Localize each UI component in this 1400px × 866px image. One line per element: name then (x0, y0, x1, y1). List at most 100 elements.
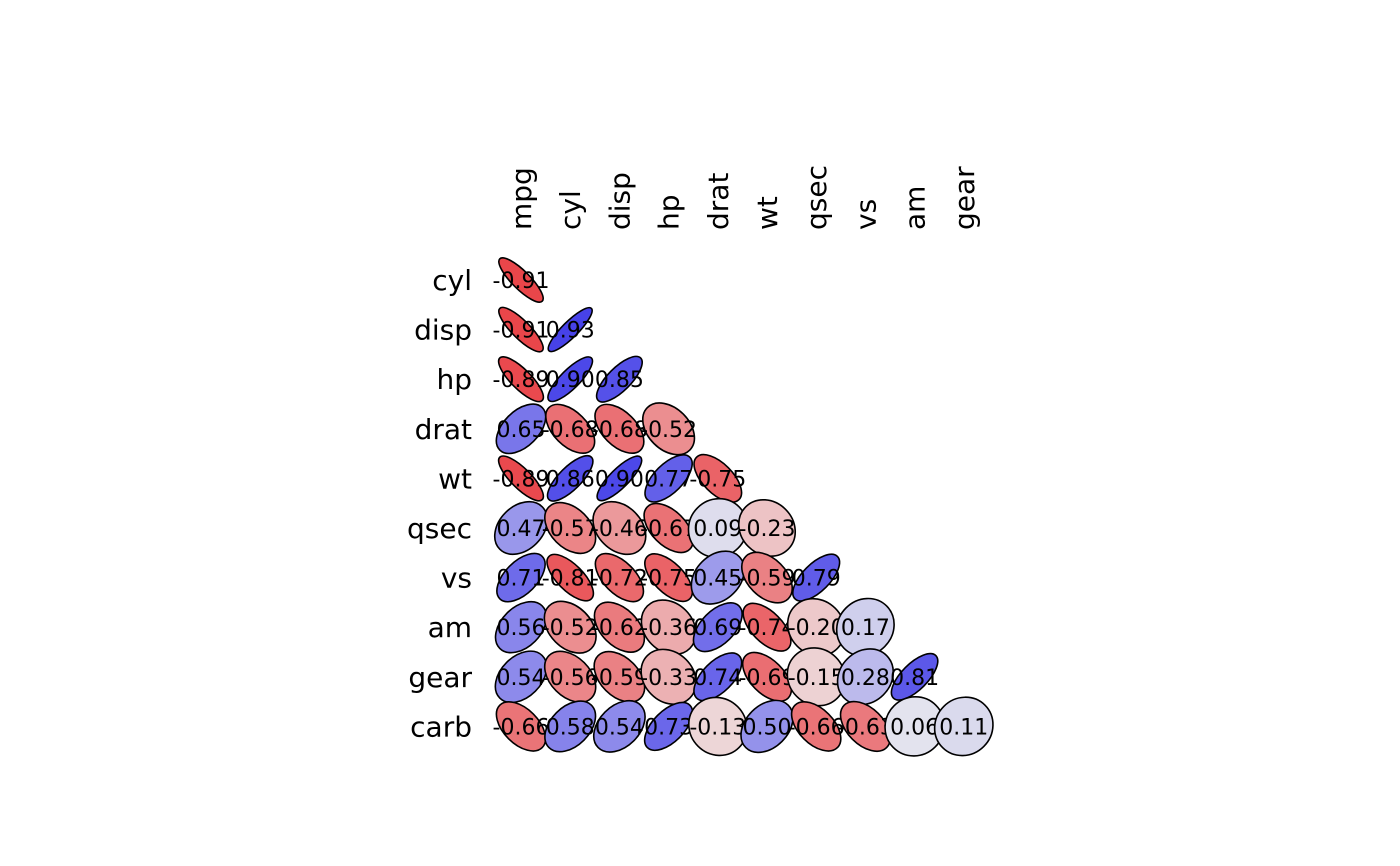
correlation-value-label: -0.59 (739, 567, 796, 592)
correlation-value-label: 0.11 (939, 715, 988, 740)
correlation-ellipse (884, 696, 945, 757)
correlation-ellipse (543, 600, 597, 654)
correlation-ellipse (641, 402, 696, 456)
correlation-value-label: 0.47 (497, 517, 546, 542)
correlation-value-label: -0.75 (640, 567, 697, 592)
correlation-value-label: -0.66 (788, 715, 845, 740)
row-label-am: am (428, 611, 472, 644)
correlation-ellipse (786, 647, 846, 707)
correlation-ellipse (741, 551, 793, 604)
correlation-value-label: -0.89 (493, 368, 550, 393)
correlation-ellipse (835, 597, 895, 657)
row-label-wt: wt (438, 462, 472, 495)
correlation-value-label: 0.50 (743, 715, 792, 740)
correlation-ellipse (693, 652, 743, 702)
correlation-value-label: 0.86 (546, 467, 595, 492)
correlation-ellipse (544, 700, 597, 753)
row-label-cyl: cyl (432, 264, 472, 297)
correlation-ellipse (495, 701, 547, 752)
correlation-ellipse (596, 455, 643, 502)
correlation-ellipse (692, 602, 743, 653)
correlation-ellipse (644, 454, 693, 503)
correlation-ellipse (592, 500, 647, 556)
correlation-ellipse (546, 553, 595, 602)
correlation-value-label: -0.52 (640, 418, 697, 443)
correlation-value-label: -0.91 (493, 269, 550, 294)
correlation-ellipse (839, 700, 892, 753)
correlation-ellipse (594, 552, 645, 603)
correlation-value-label: -0.75 (689, 467, 746, 492)
correlation-value-label: -0.66 (493, 715, 550, 740)
correlation-ellipse (693, 453, 743, 503)
correlation-ellipse (742, 602, 792, 652)
row-label-hp: hp (436, 363, 472, 396)
correlation-value-label: -0.36 (640, 616, 697, 641)
correlation-ellipse (494, 650, 548, 704)
column-label-hp: hp (653, 194, 686, 230)
correlation-value-label: 0.28 (841, 666, 890, 691)
correlation-ellipse (640, 648, 697, 706)
row-label-vs: vs (441, 562, 472, 595)
column-label-qsec: qsec (800, 165, 833, 230)
correlation-value-label: -0.68 (542, 418, 599, 443)
correlation-value-label: -0.20 (788, 616, 845, 641)
correlation-value-label: -0.15 (788, 666, 845, 691)
correlation-ellipse (494, 600, 548, 654)
correlation-ellipse (496, 552, 546, 603)
correlation-ellipse (790, 701, 842, 752)
row-label-carb: carb (410, 710, 472, 743)
correlation-ellipse (593, 601, 646, 653)
correlation-ellipse (643, 701, 694, 752)
correlation-value-label: -0.57 (542, 517, 599, 542)
correlation-value-label: -0.89 (493, 467, 550, 492)
correlation-ellipse (543, 650, 597, 704)
correlation-value-label: 0.79 (792, 567, 841, 592)
correlation-ellipse (786, 597, 846, 657)
correlation-ellipse (546, 454, 594, 502)
correlation-value-label: 0.17 (841, 616, 890, 641)
correlation-ellipse (687, 497, 748, 559)
correlation-value-label: 0.54 (595, 715, 644, 740)
column-label-vs: vs (849, 199, 882, 230)
correlation-value-label: 0.09 (693, 517, 742, 542)
correlation-ellipse (498, 257, 544, 303)
correlation-value-label: -0.74 (739, 616, 796, 641)
correlation-value-label: 0.69 (693, 616, 742, 641)
correlation-value-label: -0.13 (689, 715, 746, 740)
correlation-value-label: 0.90 (595, 467, 644, 492)
correlation-value-label: -0.81 (542, 567, 599, 592)
correlation-value-label: 0.85 (595, 368, 644, 393)
correlation-value-label: -0.72 (591, 567, 648, 592)
correlation-value-label: 0.71 (497, 567, 546, 592)
correlation-ellipse (890, 652, 939, 701)
correlation-value-label: 0.54 (497, 666, 546, 691)
correlation-value-label: 0.73 (644, 715, 693, 740)
column-label-drat: drat (702, 173, 735, 230)
column-label-disp: disp (603, 172, 636, 230)
correlation-value-label: 0.06 (890, 715, 939, 740)
correlation-ellipse (592, 699, 646, 753)
correlation-value-label: 0.90 (546, 368, 595, 393)
column-label-am: am (899, 186, 932, 230)
correlation-value-label: 0.58 (546, 715, 595, 740)
correlation-ellipse (690, 550, 746, 605)
correlation-value-label: -0.67 (640, 517, 697, 542)
column-label-wt: wt (751, 196, 784, 230)
correlation-ellipse (544, 501, 597, 555)
correlation-ellipse (933, 696, 994, 757)
correlation-ellipse (497, 356, 545, 403)
correlation-value-label: -0.52 (542, 616, 599, 641)
row-label-drat: drat (415, 413, 472, 446)
correlation-value-label: -0.68 (591, 418, 648, 443)
correlation-ellipse (595, 355, 643, 403)
correlation-value-label: 0.93 (546, 319, 595, 344)
correlation-value-label: 0.45 (693, 567, 742, 592)
correlation-ellipse (741, 651, 793, 702)
row-label-disp: disp (414, 314, 472, 347)
correlation-ellipse (545, 403, 596, 454)
row-label-gear: gear (408, 661, 472, 694)
correlation-ellipse (640, 599, 697, 656)
